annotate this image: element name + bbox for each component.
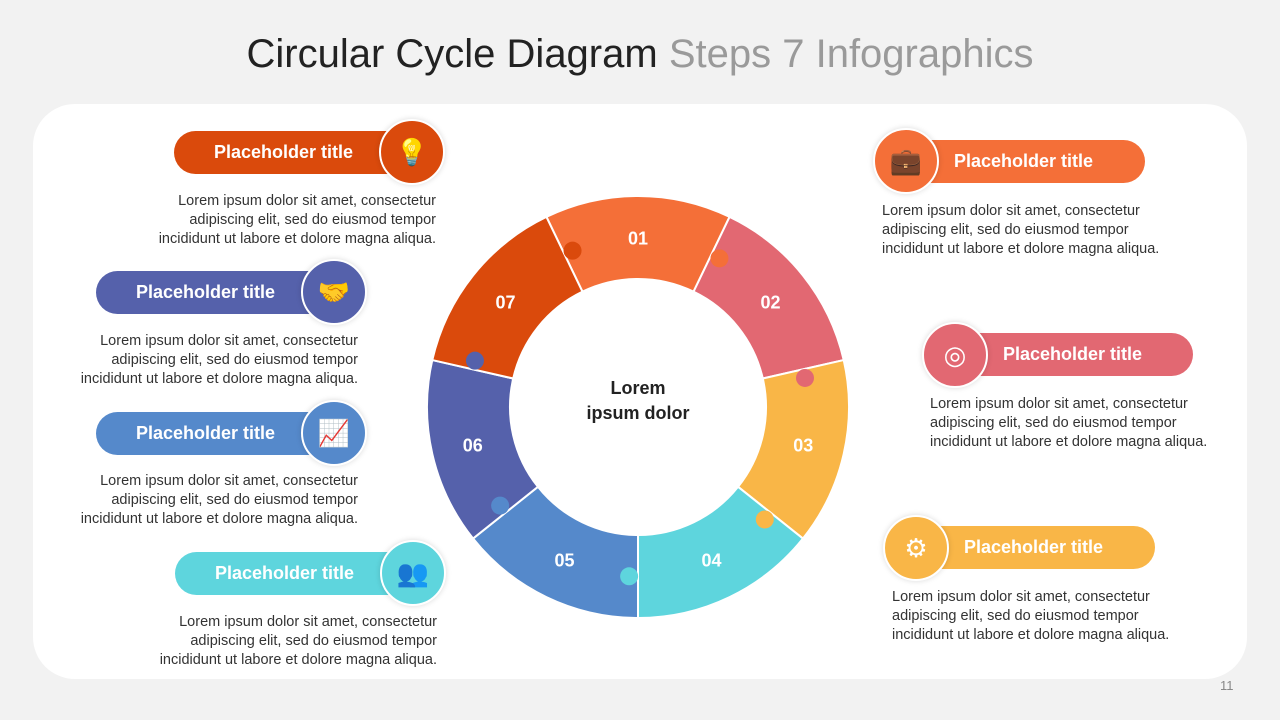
description-line: incididunt ut labore et dolore magna ali… — [930, 434, 1208, 450]
puzzle-tab — [620, 567, 639, 586]
center-line-1: Lorem — [610, 378, 666, 398]
step-description: Lorem ipsum dolor sit amet, consectetur a… — [892, 588, 1222, 645]
description-line: Lorem ipsum dolor sit amet, consectetur — [882, 203, 1140, 219]
segment-label: 03 — [793, 436, 813, 456]
step-description: Lorem ipsum dolor sit amet, consectetur a… — [930, 395, 1260, 452]
step-description: Lorem ipsum dolor sit amet, consectetur a… — [882, 202, 1212, 259]
chart-icon: 📈 — [301, 400, 367, 466]
description-line: Lorem ipsum dolor sit amet, consectetur — [179, 614, 437, 630]
users-icon: 👥 — [380, 540, 446, 606]
step-description: Lorem ipsum dolor sit amet, consectetur a… — [28, 472, 358, 529]
lightbulb-icon: 💡 — [379, 119, 445, 185]
puzzle-tab — [795, 368, 814, 387]
step-description: Lorem ipsum dolor sit amet, consectetur a… — [107, 613, 437, 670]
segment-label: 02 — [761, 292, 781, 312]
description-line: Lorem ipsum dolor sit amet, consectetur — [100, 333, 358, 349]
description-line: adipiscing elit, sed do eiusmod tempor — [111, 352, 358, 368]
description-line: incididunt ut labore et dolore magna ali… — [892, 627, 1170, 643]
segment-label: 05 — [554, 551, 574, 571]
step-title-pill: Placeholder title — [96, 412, 340, 455]
description-line: incididunt ut labore et dolore magna ali… — [80, 371, 358, 387]
description-line: Lorem ipsum dolor sit amet, consectetur — [178, 193, 436, 209]
step-title-pill: Placeholder title — [175, 552, 420, 595]
description-line: incididunt ut labore et dolore magna ali… — [159, 652, 437, 668]
puzzle-tab — [465, 351, 484, 370]
segment-07 — [431, 215, 584, 380]
description-line: Lorem ipsum dolor sit amet, consectetur — [892, 589, 1150, 605]
puzzle-tab — [563, 241, 582, 260]
step-title-pill: Placeholder title — [96, 271, 340, 314]
handshake-icon: 🤝 — [301, 259, 367, 325]
segment-label: 07 — [495, 292, 515, 312]
description-line: Lorem ipsum dolor sit amet, consectetur — [930, 396, 1188, 412]
page-number: 11 — [1220, 678, 1234, 693]
step-description: Lorem ipsum dolor sit amet, consectetur a… — [28, 332, 358, 389]
description-line: incididunt ut labore et dolore magna ali… — [158, 231, 436, 247]
description-line: adipiscing elit, sed do eiusmod tempor — [111, 492, 358, 508]
description-line: adipiscing elit, sed do eiusmod tempor — [189, 212, 436, 228]
segment-label: 01 — [628, 229, 648, 249]
slide-title: Circular Cycle Diagram Steps 7 Infograph… — [0, 32, 1280, 77]
briefcase-gear-icon: 💼 — [873, 128, 939, 194]
description-line: adipiscing elit, sed do eiusmod tempor — [930, 415, 1177, 431]
description-line: adipiscing elit, sed do eiusmod tempor — [190, 633, 437, 649]
segment-label: 06 — [463, 436, 483, 456]
segment-label: 04 — [702, 551, 722, 571]
title-main: Circular Cycle Diagram — [246, 32, 658, 76]
description-line: incididunt ut labore et dolore magna ali… — [882, 241, 1160, 257]
target-icon: ◎ — [922, 322, 988, 388]
puzzle-tab — [710, 249, 729, 268]
puzzle-tab — [491, 496, 510, 515]
step-description: Lorem ipsum dolor sit amet, consectetur a… — [106, 192, 436, 249]
description-line: Lorem ipsum dolor sit amet, consectetur — [100, 473, 358, 489]
description-line: incididunt ut labore et dolore magna ali… — [80, 511, 358, 527]
title-sub: Steps 7 Infographics — [668, 32, 1034, 76]
center-line-2: ipsum dolor — [586, 403, 690, 423]
description-line: adipiscing elit, sed do eiusmod tempor — [892, 608, 1139, 624]
description-line: adipiscing elit, sed do eiusmod tempor — [882, 222, 1129, 238]
center-label: Lorem ipsum dolor — [558, 376, 718, 426]
gears-icon: ⚙ — [883, 515, 949, 581]
puzzle-tab — [755, 510, 774, 529]
